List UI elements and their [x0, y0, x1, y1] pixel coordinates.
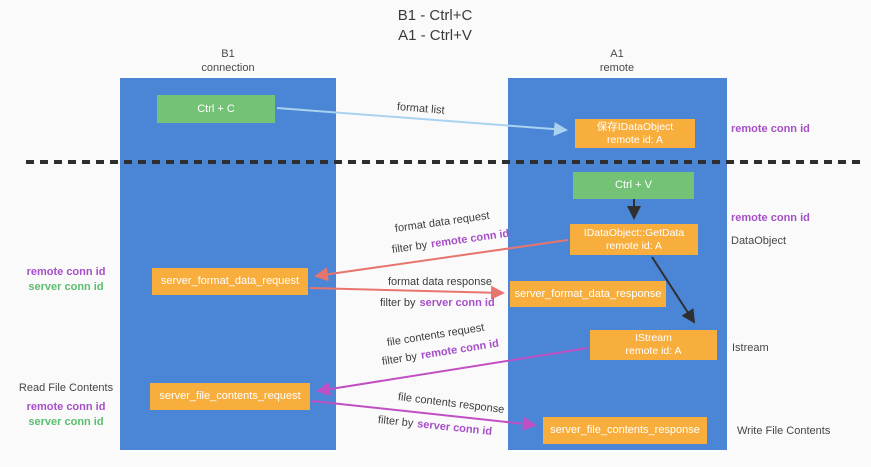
node-ctrl-c: Ctrl + C	[157, 95, 275, 123]
node-server-file-contents-response: server_file_contents_response	[543, 417, 707, 444]
left-server-conn-id-2: server conn id	[28, 416, 104, 428]
node-istream: IStream remote id: A	[590, 330, 717, 360]
title-line-2: A1 - Ctrl+V	[398, 27, 472, 44]
title-line-1: B1 - Ctrl+C	[397, 7, 473, 24]
node-save-idataobject: 保存IDataObject remote id: A	[575, 119, 695, 148]
filter-by-text: filter by	[381, 350, 418, 368]
filter-by-text: filter by	[377, 414, 414, 430]
node-getdata-line2: remote id: A	[605, 239, 663, 252]
server-conn-id-text: server conn id	[416, 418, 493, 438]
arrow-format-data-response	[309, 285, 505, 300]
dashed-divider	[26, 160, 862, 164]
left-remote-conn-id-2: remote conn id	[26, 401, 106, 413]
node-server-file-contents-request: server_file_contents_request	[150, 383, 310, 410]
node-ctrl-v: Ctrl + V	[573, 172, 694, 199]
diagram-title: B1 - Ctrl+C A1 - Ctrl+V	[330, 6, 540, 46]
node-file-request-label: server_file_contents_request	[159, 390, 301, 402]
right-remote-conn-id-1: remote conn id	[731, 123, 810, 135]
node-idataobject-getdata: IDataObject::GetData remote id: A	[570, 224, 698, 255]
edge-label-format-data-response: format data response	[388, 276, 492, 288]
edge-label-file-contents-response: file contents response	[397, 391, 505, 416]
write-file-contents-label: Write File Contents	[737, 425, 831, 437]
lane-a1-name: A1	[610, 48, 624, 60]
right-istream-label: Istream	[732, 342, 769, 354]
filter-by-text: filter by	[391, 239, 428, 256]
left-read-file-group: Read File Contents remote conn id server…	[14, 381, 118, 430]
node-istream-line2: remote id: A	[625, 345, 682, 357]
filter-by-text: filter by	[380, 297, 416, 309]
node-ctrl-c-label: Ctrl + C	[197, 102, 235, 115]
node-server-format-data-request: server_format_data_request	[152, 268, 308, 295]
node-format-response-label: server_format_data_response	[514, 287, 662, 300]
lane-a1-subtitle: remote	[599, 62, 635, 74]
node-format-request-label: server_format_data_request	[160, 275, 300, 287]
remote-conn-id-text: remote conn id	[430, 227, 510, 251]
server-conn-id-text: server conn id	[419, 297, 495, 309]
node-server-format-data-response: server_format_data_response	[510, 281, 666, 307]
right-remote-conn-id-2: remote conn id	[731, 212, 810, 224]
read-file-contents-label: Read File Contents	[18, 382, 114, 394]
lane-b1-subtitle: connection	[201, 62, 255, 74]
node-save-idataobject-line1: 保存IDataObject	[596, 120, 674, 133]
left-conn-id-group-1: remote conn id server conn id	[20, 265, 112, 295]
lane-header-a1: A1 remote	[557, 47, 677, 75]
left-server-conn-id-1: server conn id	[28, 281, 104, 293]
right-dataobject-label: DataObject	[731, 235, 787, 247]
node-file-response-label: server_file_contents_response	[550, 424, 700, 436]
node-istream-line1: IStream	[635, 332, 672, 344]
node-ctrl-v-label: Ctrl + V	[615, 179, 652, 191]
edge-label-format-list: format list	[396, 101, 446, 117]
node-save-idataobject-line2: remote id: A	[606, 133, 664, 146]
node-getdata-line1: IDataObject::GetData	[583, 226, 685, 239]
left-remote-conn-id-1: remote conn id	[26, 266, 106, 278]
lane-b1-name: B1	[221, 48, 235, 60]
lane-header-b1: B1 connection	[168, 47, 288, 75]
